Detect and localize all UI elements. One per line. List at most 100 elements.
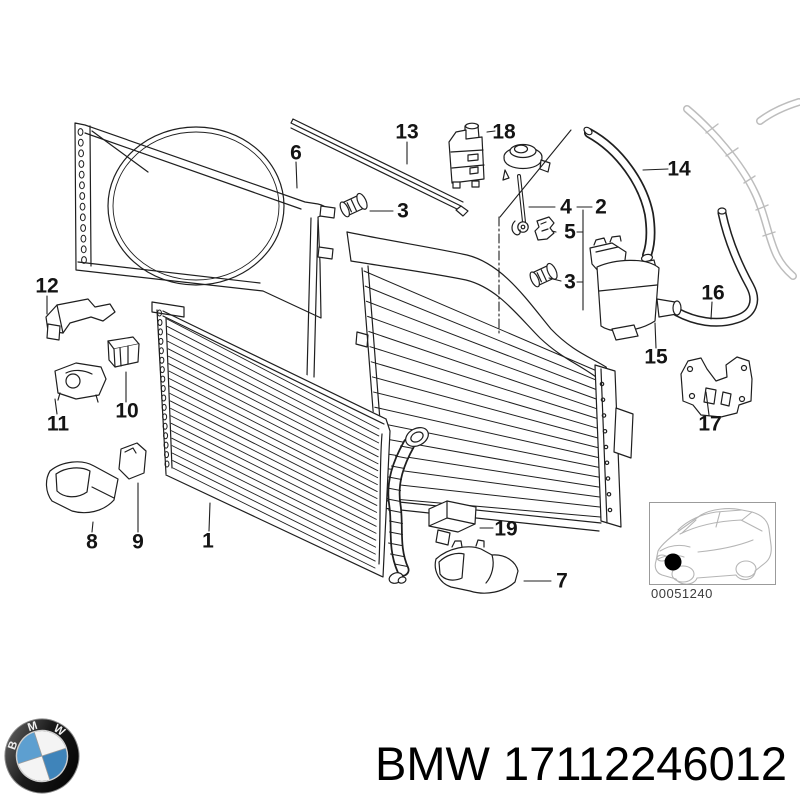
fin-line bbox=[388, 509, 402, 513]
louver bbox=[79, 213, 86, 222]
callout-10: 10 bbox=[115, 399, 139, 423]
callout-3-2: 3 bbox=[397, 199, 409, 223]
bmw-logo: B M W bbox=[2, 716, 82, 796]
fin-line bbox=[167, 333, 380, 444]
fin-line bbox=[171, 452, 376, 555]
fin-line bbox=[172, 460, 376, 562]
louver bbox=[78, 170, 85, 179]
louver bbox=[77, 138, 84, 147]
fin-line bbox=[364, 285, 599, 382]
rivet bbox=[602, 428, 608, 434]
rubber-pad-10 bbox=[107, 336, 140, 368]
rivet bbox=[603, 444, 609, 450]
callout-19: 19 bbox=[494, 517, 518, 541]
ghost-hose bbox=[683, 98, 800, 280]
vehicle-silhouette bbox=[654, 508, 772, 585]
shroud-louvers bbox=[77, 128, 87, 264]
fin-line bbox=[374, 406, 607, 460]
fin-line bbox=[388, 542, 402, 546]
callout-16: 16 bbox=[701, 281, 725, 305]
diagram-code: 00051240 bbox=[651, 586, 713, 601]
plug-pin-2 bbox=[527, 261, 560, 290]
rivet bbox=[606, 491, 612, 497]
fin-line bbox=[395, 455, 409, 459]
callout-2: 2 bbox=[595, 195, 607, 219]
fin-line bbox=[170, 407, 378, 513]
logo-letter-b: B bbox=[6, 740, 20, 752]
plug-pin bbox=[339, 192, 368, 218]
part-number-title: BMW 17112246012 bbox=[375, 737, 787, 790]
rivet bbox=[607, 507, 613, 513]
louver bbox=[79, 192, 86, 200]
vehicle-thumbnail-box bbox=[649, 502, 776, 585]
logo-quadrant-blue bbox=[17, 732, 42, 764]
callout-3-3: 3 bbox=[564, 270, 576, 294]
louver bbox=[80, 224, 87, 232]
callout-12: 12 bbox=[35, 274, 59, 298]
fin-line bbox=[169, 385, 378, 492]
callout-6: 6 bbox=[290, 141, 302, 165]
logo-letter-m: M bbox=[26, 720, 39, 734]
louver bbox=[78, 149, 84, 158]
mount-bracket-11 bbox=[54, 362, 107, 403]
louver bbox=[163, 441, 169, 449]
fin-line bbox=[171, 445, 377, 548]
callout-8: 8 bbox=[86, 530, 98, 554]
fin-line bbox=[170, 415, 377, 520]
louver bbox=[81, 256, 87, 264]
louver bbox=[157, 328, 163, 336]
fin-line bbox=[168, 370, 379, 479]
fin-line bbox=[391, 465, 405, 469]
fin-line bbox=[381, 497, 613, 519]
radiator-fins bbox=[166, 318, 380, 569]
fin-line bbox=[389, 531, 403, 535]
fin-line bbox=[168, 355, 379, 465]
fin-line bbox=[400, 445, 414, 449]
louver bbox=[161, 394, 167, 402]
fin-line bbox=[371, 376, 605, 441]
diagram-line-art bbox=[45, 98, 800, 594]
fin-line bbox=[166, 326, 380, 437]
callout-14: 14 bbox=[667, 157, 691, 181]
retaining-clip-5 bbox=[511, 216, 555, 241]
water-pump-15 bbox=[589, 235, 682, 341]
louver bbox=[161, 403, 167, 411]
louver bbox=[164, 460, 170, 468]
air-scoop-8 bbox=[45, 461, 119, 514]
fin-line bbox=[387, 498, 401, 502]
louver bbox=[160, 385, 166, 392]
fin-line bbox=[390, 553, 404, 557]
fin-line bbox=[169, 400, 378, 506]
louver bbox=[80, 245, 87, 254]
louver bbox=[158, 337, 164, 345]
mounting-strip bbox=[290, 118, 469, 217]
bracket-clip-12 bbox=[45, 298, 116, 341]
pump-bracket-17 bbox=[680, 356, 753, 418]
louver bbox=[164, 451, 170, 459]
fin-line bbox=[394, 563, 408, 567]
fin-line bbox=[167, 340, 379, 451]
fin-line bbox=[367, 315, 601, 401]
callout-15: 15 bbox=[644, 345, 668, 369]
fin-line bbox=[169, 393, 378, 499]
callout-4: 4 bbox=[560, 195, 572, 219]
rivet bbox=[604, 460, 610, 466]
fin-line bbox=[368, 331, 602, 411]
louver bbox=[160, 375, 166, 383]
hose-16 bbox=[672, 207, 759, 327]
fin-line bbox=[171, 437, 377, 541]
callout-7: 7 bbox=[556, 569, 568, 593]
louver bbox=[162, 422, 168, 430]
callout-18: 18 bbox=[492, 120, 516, 144]
fin-line bbox=[379, 467, 611, 499]
fin-line bbox=[166, 318, 380, 430]
air-duct-7 bbox=[434, 539, 519, 594]
fin-line bbox=[373, 391, 606, 450]
louver bbox=[159, 356, 165, 364]
fin-line bbox=[171, 430, 377, 534]
hose-14 bbox=[583, 126, 656, 263]
radiator bbox=[151, 301, 429, 584]
louver bbox=[163, 432, 169, 440]
